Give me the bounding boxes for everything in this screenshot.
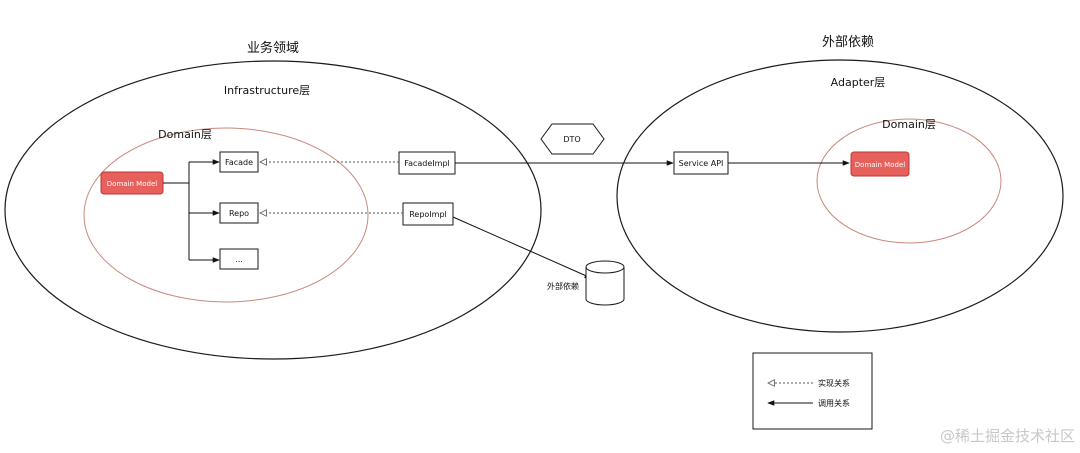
legend-box [752, 352, 873, 430]
dto-label: DTO [563, 135, 580, 144]
ellipsis-label: ... [235, 255, 243, 264]
service-api-label: Service API [679, 159, 724, 168]
legend-calls-label: 调用关系 [818, 398, 850, 408]
business-domain-title: 业务领域 [247, 40, 299, 56]
domain-model-right-label: Domain Model [855, 161, 905, 169]
adapter-layer-label: Adapter层 [831, 76, 886, 89]
external-title: 外部依赖 [822, 35, 874, 50]
facade-label: Facade [225, 158, 253, 167]
domain-layer-label-right: Domain层 [882, 118, 936, 131]
watermark: @稀土掘金技术社区 [940, 427, 1075, 445]
repo-box [219, 202, 259, 224]
infrastructure-layer-ellipse [4, 60, 542, 360]
ellipsis-box [219, 248, 259, 270]
domain-layer-ellipse-right [816, 118, 1002, 244]
legend-implements-label: 实现关系 [818, 378, 850, 388]
branch-trunk [163, 162, 190, 260]
database-icon [585, 260, 625, 306]
domain-layer-label-left: Domain层 [158, 128, 212, 141]
domain-model-right [850, 151, 910, 177]
repo-impl-to-database [452, 216, 592, 279]
domain-layer-ellipse-left [83, 127, 369, 303]
facade-box [219, 151, 259, 173]
adapter-layer-ellipse [616, 59, 1064, 333]
infrastructure-layer-label: Infrastructure层 [224, 84, 310, 97]
facade-impl-label: FacadeImpl [404, 159, 450, 168]
database-label: 外部依赖 [547, 281, 579, 291]
dto-hexagon [540, 123, 605, 155]
repo-label: Repo [229, 209, 249, 218]
repo-impl-label: RepoImpl [409, 210, 447, 219]
repo-impl-box [402, 202, 454, 226]
domain-model-left-label: Domain Model [107, 180, 157, 188]
